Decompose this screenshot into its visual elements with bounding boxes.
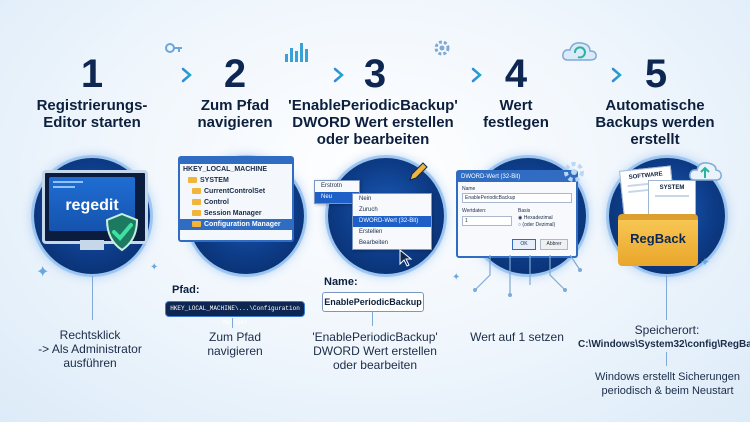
step-5-desc2: Windows erstellt Sicherungen periodisch … (595, 371, 740, 397)
regback-label: RegBack (630, 231, 686, 246)
step-3-number: 3 (363, 52, 387, 96)
sparkle-icon: ✦ (150, 262, 159, 273)
name-value: EnablePeriodicBackup (322, 292, 424, 312)
folder-icon (188, 177, 197, 184)
tree-item[interactable]: Session Manager (180, 208, 292, 219)
sparkle-icon: ✦ (36, 264, 50, 281)
menu-item[interactable]: Bearbeiten (359, 240, 389, 246)
dialog-base-label: Basis (518, 208, 531, 214)
dialog-title: DWORD-Wert (32-Bit) (458, 172, 576, 182)
monitor-stand (80, 240, 104, 250)
step-4-title: Wert festlegen (483, 97, 549, 131)
key-icon (165, 43, 182, 53)
regback-folder: RegBack (618, 214, 698, 266)
step-5-desc-path: C:\Windows\System32\config\RegBack (578, 339, 750, 350)
registry-tree-window: HKEY_LOCAL_MACHINE SYSTEM CurrentControl… (178, 156, 294, 242)
radio-dec[interactable]: ○ (oder Dezimal) (518, 222, 556, 228)
tree-item-selected[interactable]: Configuration Manager (180, 219, 292, 230)
ok-button[interactable]: OK (512, 239, 536, 250)
circuit-lines (473, 255, 582, 297)
step-5-desc-label: Speicherort: (634, 323, 700, 337)
bars-icon (285, 43, 308, 62)
step-2-number: 2 (223, 52, 247, 96)
step-3-desc: 'EnablePeriodicBackup' DWORD Wert erstel… (312, 330, 438, 372)
path-value: HKEY_LOCAL_MACHINE\...\Configuration Man… (165, 301, 305, 326)
name-label: Name: (324, 276, 358, 288)
menu-item[interactable]: Nein (359, 196, 372, 202)
submenu: Nein Zuruch DWORD-Wert (32-Bit) Erstelle… (352, 193, 432, 250)
shield-check-icon (105, 212, 139, 252)
step-4-number: 4 (504, 52, 528, 96)
gear-icon (564, 162, 584, 182)
dword-dialog: DWORD-Wert (32-Bit) Name EnablePeriodicB… (456, 170, 578, 258)
tree-item[interactable]: Control (180, 197, 292, 208)
sparkle-icon: ✦ (700, 255, 711, 269)
dialog-value-label: Wertdaten: (462, 208, 487, 214)
cancel-button[interactable]: Abbrer (540, 239, 568, 250)
gear-icon (434, 40, 450, 56)
radio-hex[interactable]: ◉ Hexadezimal (518, 215, 553, 221)
menu-item[interactable]: Erstrotn (321, 183, 343, 189)
path-label: Pfad: (172, 284, 200, 296)
menu-item-new[interactable]: Neu (315, 192, 359, 203)
regedit-label: regedit (65, 197, 119, 214)
step-2-title: Zum Pfad navigieren (197, 97, 273, 131)
cloud-sync-icon (562, 42, 597, 61)
cloud-upload-icon (689, 162, 722, 181)
doc-label: SYSTEM (659, 185, 685, 191)
dialog-name-field[interactable]: EnablePeriodicBackup (462, 193, 572, 203)
step-4-desc: Wert auf 1 setzen (470, 330, 564, 344)
step-1-desc: Rechtsklick -> Als Administrator ausführ… (38, 328, 142, 370)
step-1-number: 1 (80, 52, 104, 96)
dialog-value-field[interactable]: 1 (462, 216, 512, 226)
step-5-title: Automatische Backups werden erstellt (595, 97, 715, 148)
menu-item[interactable]: Erstellen (359, 229, 383, 235)
folder-icon (192, 210, 201, 217)
step-5-number: 5 (644, 52, 668, 96)
dialog-name-label: Name (462, 186, 476, 192)
tree-item[interactable]: CurrentControlSet (180, 186, 292, 197)
tree-item[interactable]: HKEY_LOCAL_MACHINE (183, 166, 268, 173)
menu-item-dword[interactable]: DWORD-Wert (32-Bit) (353, 216, 431, 227)
cursor-icon (399, 248, 413, 267)
sparkle-icon: ✦ (452, 272, 461, 283)
step-3-title: 'EnablePeriodicBackup' DWORD Wert erstel… (288, 97, 458, 148)
tree-item[interactable]: SYSTEM (180, 175, 292, 186)
folder-icon (192, 199, 201, 206)
folder-icon (192, 221, 201, 228)
step-1-title: Registrierungs- Editor starten (36, 97, 148, 131)
pencil-icon (409, 162, 428, 181)
folder-icon (192, 188, 201, 195)
menu-item[interactable]: Zuruch (359, 207, 378, 213)
step-2-desc: Zum Pfad navigieren (207, 330, 263, 358)
step-arrows (118, 67, 622, 83)
